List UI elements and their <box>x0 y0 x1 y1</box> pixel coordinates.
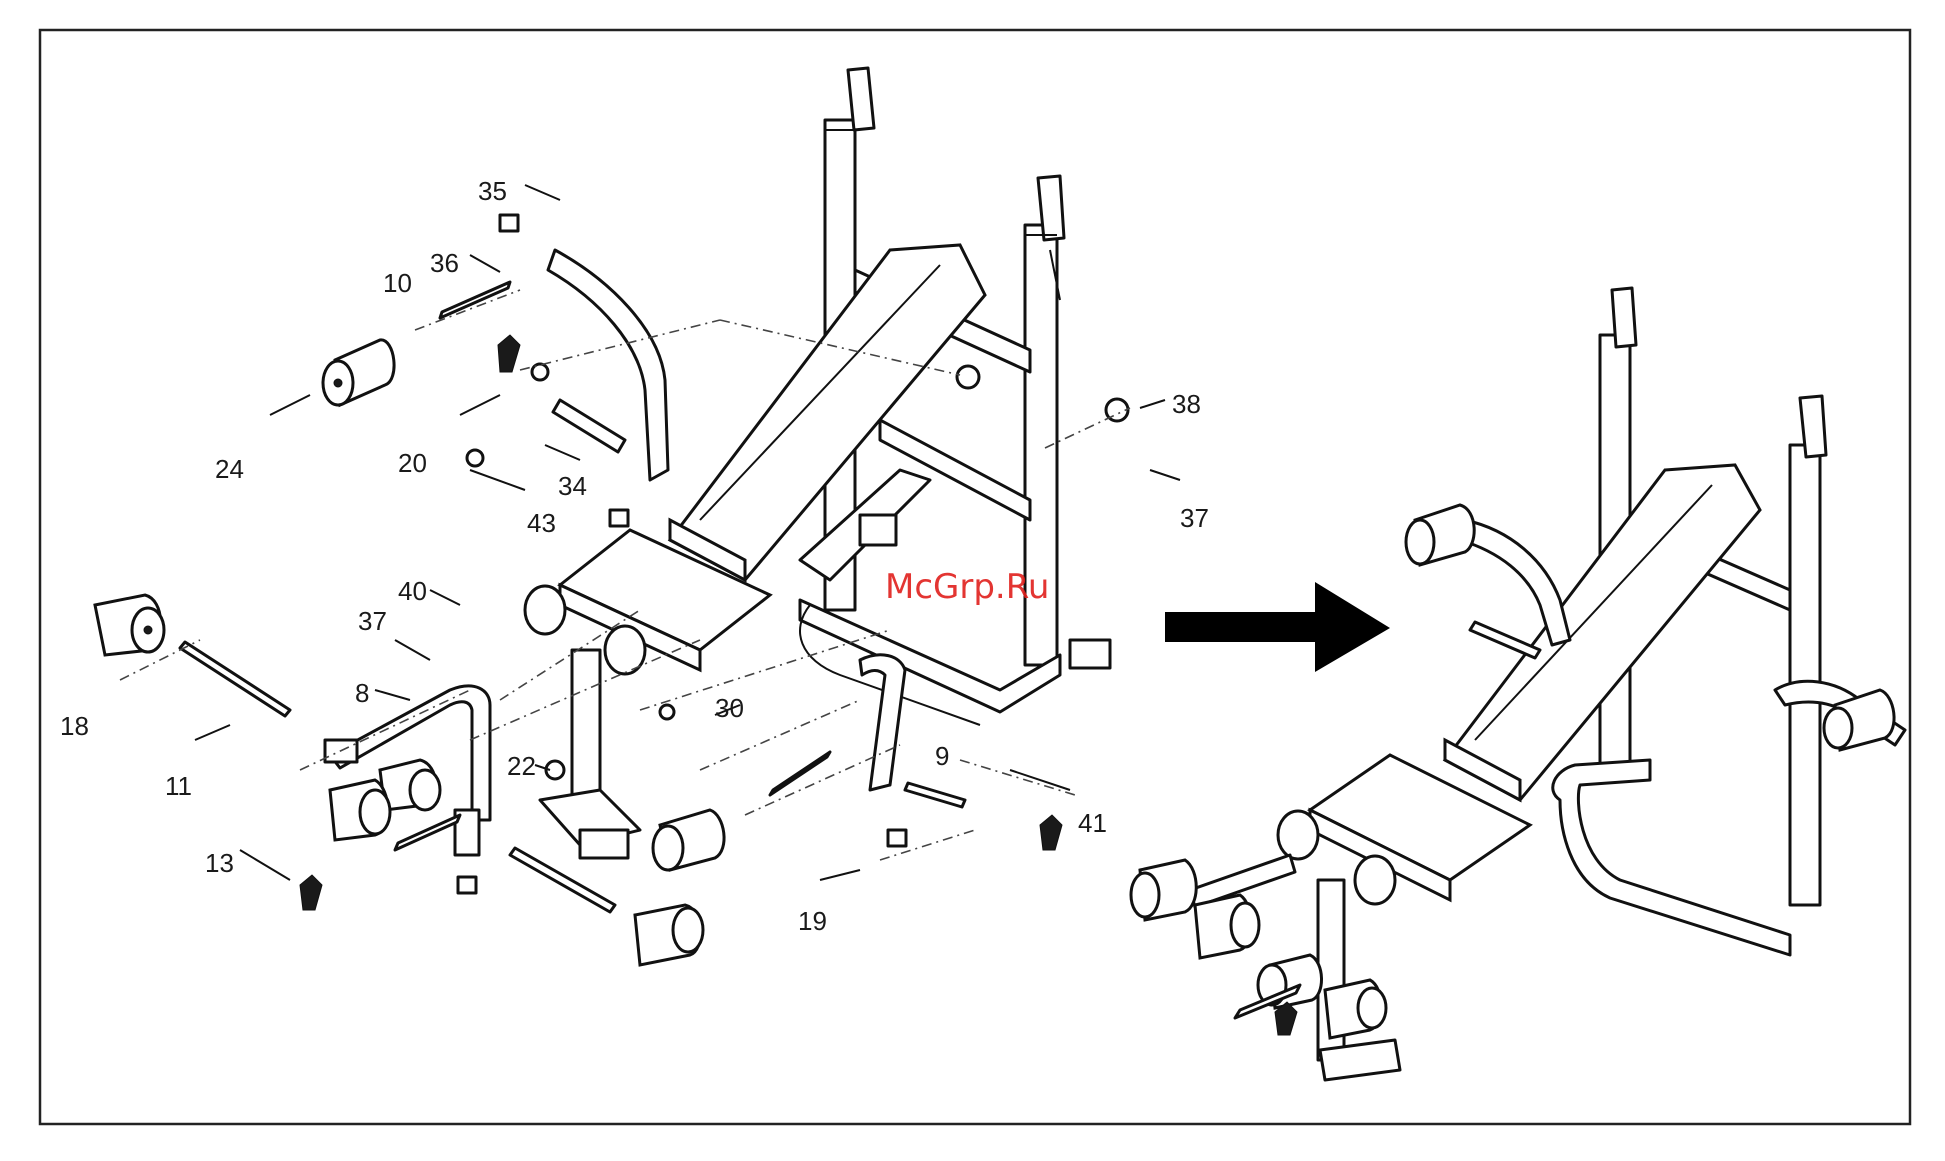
callout-38: 38 <box>1172 389 1201 419</box>
nut-seat <box>610 510 628 526</box>
assembled-roller-top <box>1406 505 1474 565</box>
callout-35: 35 <box>478 176 507 206</box>
washer-back <box>957 366 979 388</box>
callout-37-left: 37 <box>358 606 387 636</box>
washer-30 <box>660 705 674 719</box>
roller-24 <box>323 340 394 405</box>
spring-clip-41 <box>1040 815 1062 850</box>
leg-arm-top-tube <box>553 400 625 452</box>
washer-mid <box>532 364 548 380</box>
callout-43: 43 <box>527 508 556 538</box>
exploded-view: 35 36 10 24 20 34 43 38 37 40 37 8 18 11… <box>60 68 1209 965</box>
nut-35 <box>500 215 518 231</box>
leg-arm-front <box>860 655 905 790</box>
rod-11 <box>180 642 290 716</box>
assembled-roller-front-1 <box>1131 860 1196 920</box>
right-arrow <box>1165 582 1390 672</box>
rod-lower <box>770 752 830 795</box>
callout-8: 8 <box>355 678 369 708</box>
washer-43 <box>467 450 483 466</box>
callout-22: 22 <box>507 751 536 781</box>
callout-13: 13 <box>205 848 234 878</box>
assembled-view <box>1131 288 1905 1080</box>
assembled-upright-left-top <box>1612 288 1636 347</box>
nut-19 <box>888 830 906 846</box>
callout-10: 10 <box>383 268 412 298</box>
seat-post <box>540 650 640 858</box>
base-foot <box>1070 640 1110 668</box>
callout-40: 40 <box>398 576 427 606</box>
assembled-roller-bottom-2 <box>1325 980 1386 1038</box>
assembled-base-frame <box>1553 760 1790 955</box>
roller-mid-2 <box>330 780 390 840</box>
callout-30: 30 <box>715 693 744 723</box>
spring-clip-top <box>498 335 520 372</box>
callout-19: 19 <box>798 906 827 936</box>
callout-18: 18 <box>60 711 89 741</box>
rod-10 <box>440 282 510 318</box>
spring-clip-13 <box>300 875 322 910</box>
support-bracket <box>860 515 896 545</box>
roller-front <box>653 810 724 870</box>
watermark: McGrp.Ru <box>885 567 1049 607</box>
roller-bottom <box>635 905 703 965</box>
rod-short <box>395 815 460 850</box>
roller-18 <box>95 595 164 655</box>
assembled-upright-right-top <box>1800 396 1826 457</box>
nut-bottom <box>458 877 476 893</box>
rod-seat <box>905 783 965 807</box>
assembled-roller-front-2 <box>1195 895 1259 958</box>
callout-24: 24 <box>215 454 244 484</box>
assembled-side-rod <box>1470 622 1540 658</box>
callout-36: 36 <box>430 248 459 278</box>
callout-41: 41 <box>1078 808 1107 838</box>
callout-9: 9 <box>935 741 949 771</box>
callout-37-right: 37 <box>1180 503 1209 533</box>
callout-20: 20 <box>398 448 427 478</box>
callout-11: 11 <box>165 771 192 801</box>
assembled-upright-right <box>1790 445 1820 905</box>
base-frame <box>800 600 1060 712</box>
callout-34: 34 <box>558 471 587 501</box>
